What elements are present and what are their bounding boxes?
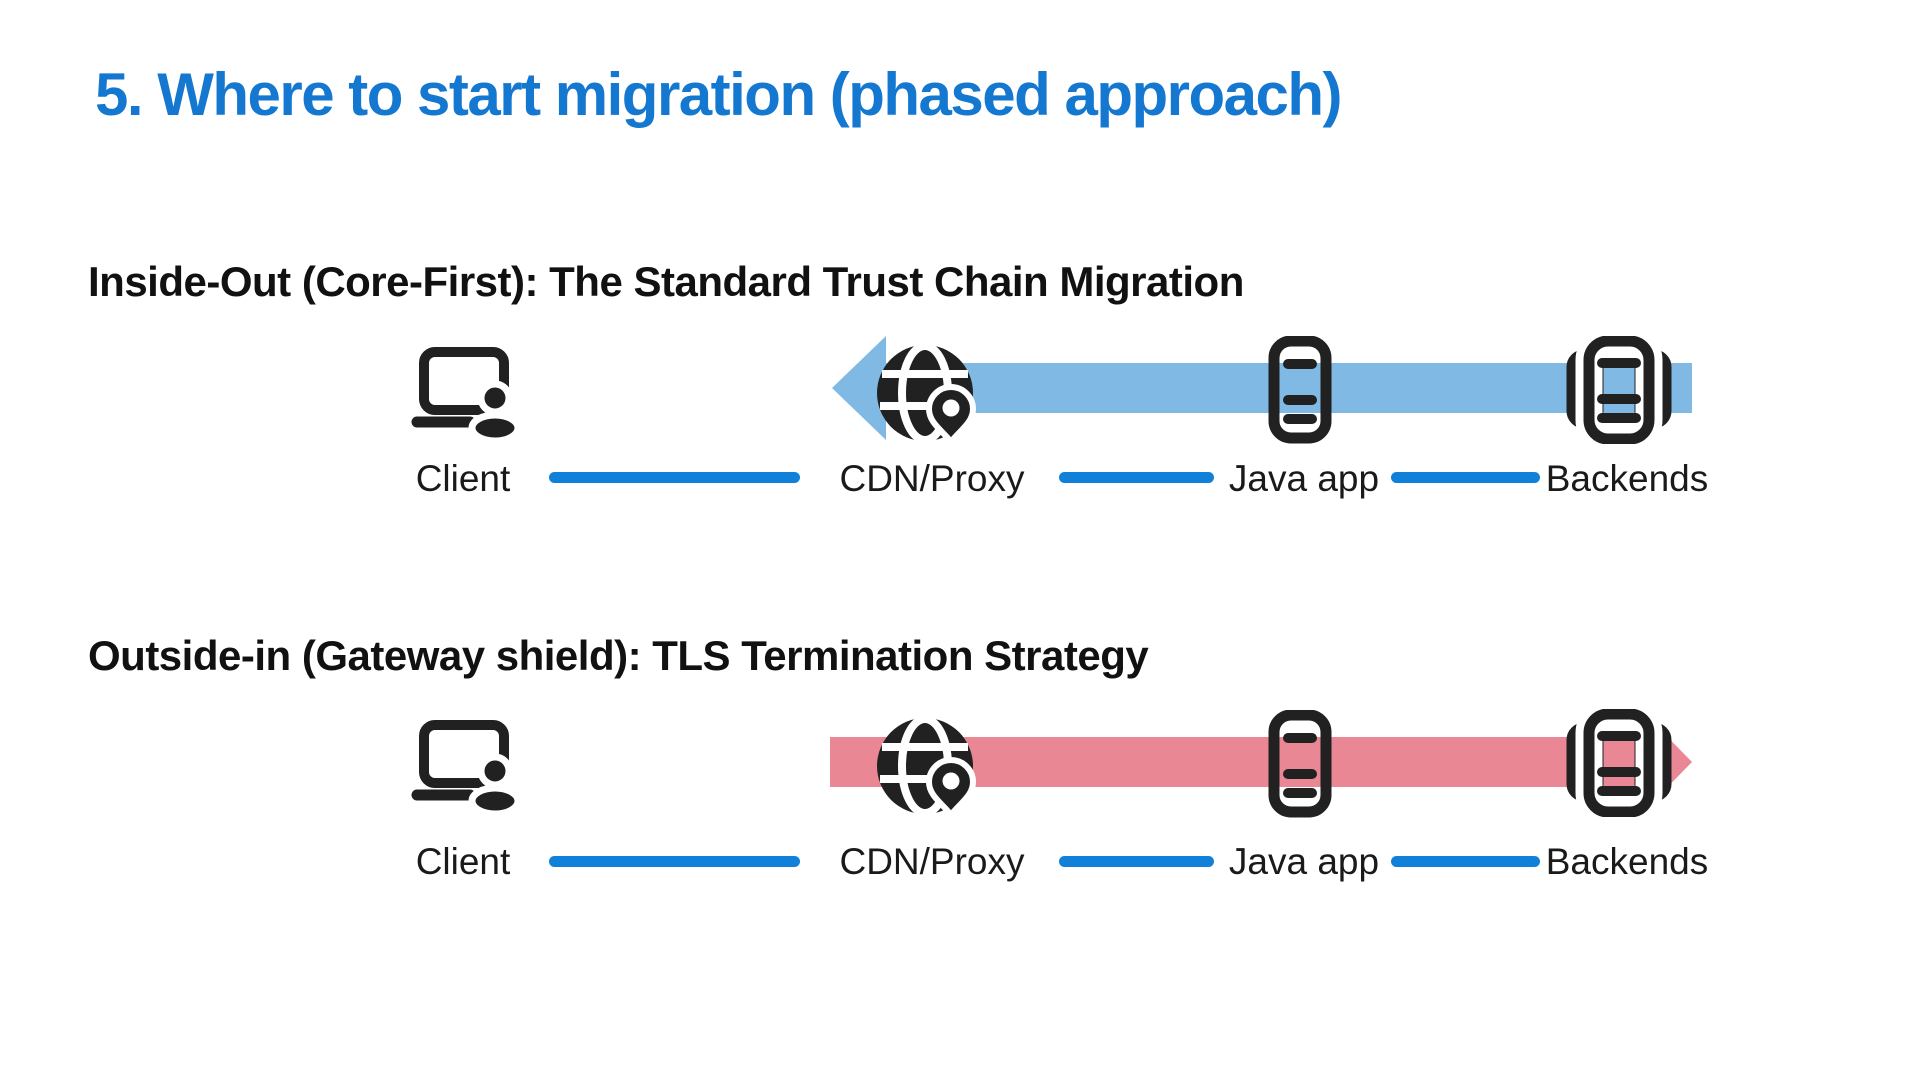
connector-line [1059,856,1214,867]
slide-title: 5. Where to start migration (phased appr… [95,61,1343,128]
cdn-globe-location-pin-icon [870,711,982,829]
java-app-server-icon [1268,336,1332,444]
connector-line [1391,472,1540,483]
connector-line [549,856,800,867]
backends-server-group-icon [1566,336,1672,444]
node-label-java-app: Java app [1228,841,1380,882]
migration-arrow-right-icon [830,713,1692,811]
connector-line [549,472,800,483]
client-laptop-user-icon [410,346,520,442]
java-app-server-icon [1268,710,1332,818]
backends-server-group-icon [1566,709,1672,817]
node-label-java-app: Java app [1228,458,1380,499]
client-laptop-user-icon [410,719,520,815]
node-label-client: Client [415,458,511,499]
section-heading-inside-out: Inside-Out (Core-First): The Standard Tr… [88,258,1244,305]
cdn-globe-location-pin-icon [870,338,982,456]
connector-line [1059,472,1214,483]
node-label-cdn-proxy: CDN/Proxy [839,458,1025,499]
node-label-backends: Backends [1545,458,1709,499]
migration-arrow-left-icon [832,336,1692,440]
node-label-client: Client [415,841,511,882]
node-label-backends: Backends [1545,841,1709,882]
section-heading-outside-in: Outside-in (Gateway shield): TLS Termina… [88,632,1149,679]
node-label-cdn-proxy: CDN/Proxy [839,841,1025,882]
connector-line [1391,856,1540,867]
